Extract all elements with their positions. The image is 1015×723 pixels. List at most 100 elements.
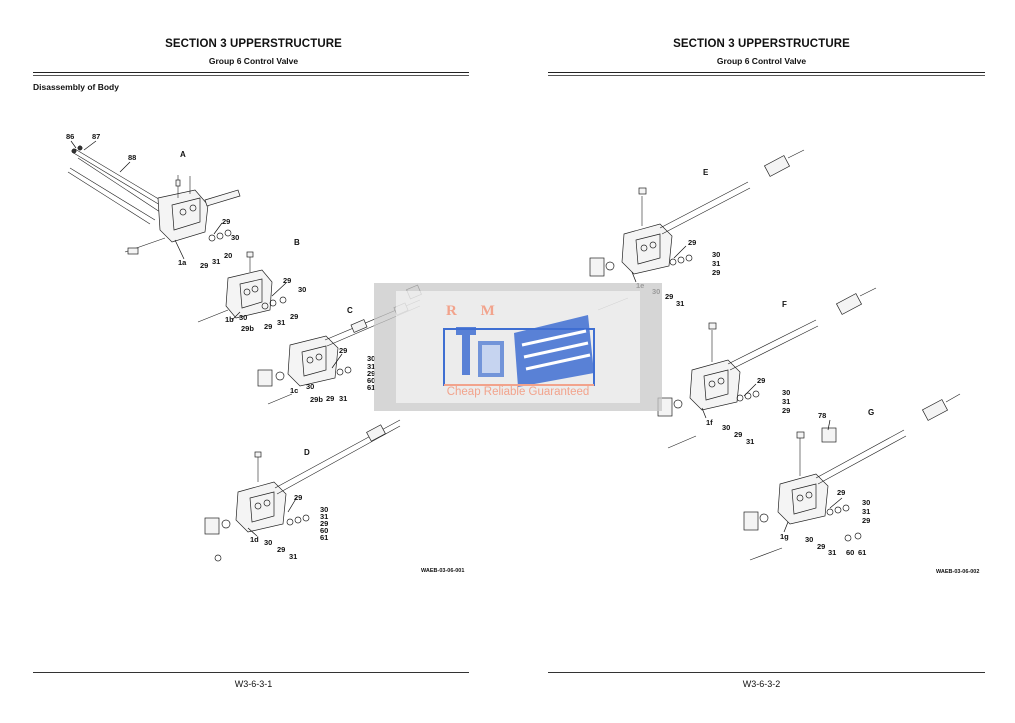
callout: 31 [676, 299, 684, 308]
callout: 1d [250, 535, 259, 544]
page-number: W3-6-3-1 [234, 679, 273, 689]
header-rule-thin [33, 75, 469, 76]
callout: 31 [746, 437, 754, 446]
group-title: Group 6 Control Valve [208, 56, 299, 66]
callout: 61 [367, 383, 375, 392]
left-page: SECTION 3 UPPERSTRUCTURE Group 6 Control… [0, 0, 507, 723]
callout: 29 [339, 346, 347, 355]
section-label: F [782, 300, 787, 309]
callout: 30 [782, 388, 790, 397]
callout: 29 [817, 542, 825, 551]
valve-section-c [257, 284, 422, 405]
section-label: A [180, 150, 186, 159]
callout: 29 [264, 322, 272, 331]
header-rule [548, 72, 985, 73]
callout: 30 [367, 354, 375, 363]
callout: 61 [320, 533, 328, 542]
callout: 29 [294, 493, 302, 502]
watermark-letters: R M [446, 303, 505, 319]
callout: 31 [782, 397, 790, 406]
section-label: C [347, 306, 353, 315]
callouts-left: 86 87 88 A 1a 29 30 20 31 29 B 29 30 30 … [66, 132, 375, 561]
callout: 31 [212, 257, 220, 266]
valve-section-f [657, 287, 877, 449]
callout: 31 [828, 548, 836, 557]
figure-code: WAEB-03-06-001 [421, 568, 465, 574]
leader-lines-right [631, 245, 843, 533]
callout: 29b [241, 324, 254, 333]
section-label: D [304, 448, 310, 457]
callout: 29 [200, 261, 208, 270]
callout: 29 [757, 376, 765, 385]
callout: 29 [277, 545, 285, 554]
wrench-logo-icon [443, 315, 595, 387]
section-label: E [703, 168, 709, 177]
section-title: SECTION 3 UPPERSTRUCTURE [673, 38, 850, 50]
group-title: Group 6 Control Valve [716, 56, 807, 66]
section-label: B [294, 238, 300, 247]
callouts-right: E 29 30 31 29 1e 30 29 31 F 29 30 31 29 … [636, 168, 874, 557]
footer-rule [548, 672, 985, 673]
callout: 31 [712, 259, 720, 268]
callout: 30 [722, 423, 730, 432]
section-title: SECTION 3 UPPERSTRUCTURE [165, 38, 342, 50]
callout: 1f [706, 418, 713, 427]
callout: 1g [780, 532, 789, 541]
callout: 30 [712, 250, 720, 259]
valve-section-a [67, 145, 241, 255]
callout: 29 [283, 276, 291, 285]
callout: 29 [326, 394, 334, 403]
callout: 20 [224, 251, 232, 260]
callout: 30 [805, 535, 813, 544]
callout: 29 [712, 268, 720, 277]
callout: 29 [222, 217, 230, 226]
header-rule-thin [548, 75, 985, 76]
watermark: R M Cheap Reliable Guaranteed [374, 283, 662, 411]
callout: 29 [665, 292, 673, 301]
callout: 60 [846, 548, 854, 557]
callout: 60 [367, 376, 375, 385]
callout: 86 [66, 132, 74, 141]
callout: 31 [367, 362, 375, 371]
callout: 29b [310, 395, 323, 404]
callout: 29 [782, 406, 790, 415]
callout: 88 [128, 153, 136, 162]
section-label: G [868, 408, 874, 417]
callout: 30 [264, 538, 272, 547]
callout: 30 [298, 285, 306, 294]
callout: 31 [339, 394, 347, 403]
callout: 30 [239, 313, 247, 322]
callout: 1b [225, 315, 234, 324]
watermark-panel: R M Cheap Reliable Guaranteed [396, 291, 640, 403]
page-number: W3-6-3-2 [742, 679, 781, 689]
callout: 60 [320, 526, 328, 535]
callout: 29 [367, 369, 375, 378]
callout: 29 [320, 519, 328, 528]
callout: 87 [92, 132, 100, 141]
callout: 1c [290, 386, 298, 395]
callout: 31 [289, 552, 297, 561]
callout: 31 [277, 318, 285, 327]
watermark-tagline: Cheap Reliable Guaranteed [446, 386, 590, 398]
callout: 1a [178, 258, 187, 267]
callout: 78 [818, 411, 826, 420]
callout: 31 [320, 512, 328, 521]
callout: 29 [734, 430, 742, 439]
callout: 29 [862, 516, 870, 525]
callout: 30 [320, 505, 328, 514]
leader-lines-left [70, 140, 343, 537]
valve-section-g [743, 393, 961, 561]
footer-rule [33, 672, 469, 673]
valve-section-d [204, 419, 401, 562]
callout: 29 [290, 312, 298, 321]
callout: 31 [862, 507, 870, 516]
callout: 30 [306, 382, 314, 391]
exploded-diagram-left: 86 87 88 A 1a 29 30 20 31 29 B 29 30 30 … [66, 132, 422, 562]
figure-code: WAEB-03-06-002 [936, 569, 980, 575]
callout: 30 [231, 233, 239, 242]
callout: 29 [837, 488, 845, 497]
callout: 29 [688, 238, 696, 247]
valve-section-b [197, 251, 287, 323]
callout: 61 [858, 548, 866, 557]
callout: 30 [862, 498, 870, 507]
